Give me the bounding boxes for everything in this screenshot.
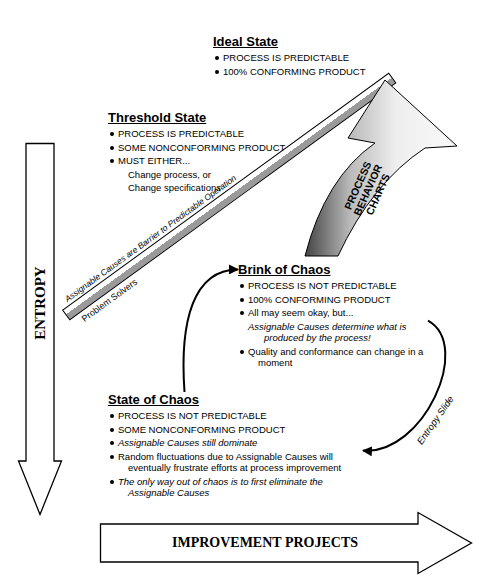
state-group: Ideal StatePROCESS IS PREDICTABLE 100% CO… — [213, 34, 403, 77]
indent-row: Change specifications — [108, 182, 308, 194]
indent-row: Assignable Causes determine what is prod… — [238, 321, 428, 344]
bullet-dot — [110, 159, 114, 163]
bullet-dot — [215, 56, 219, 60]
curved-arrow-outline — [305, 80, 457, 256]
bullet-row: SOME NONCONFORMING PRODUCT — [108, 142, 308, 154]
bullet-dot — [215, 70, 219, 74]
bullet-dot — [240, 311, 244, 315]
bullet-row: PROCESS IS NOT PREDICTABLE — [238, 280, 428, 292]
bullet-dot — [110, 455, 114, 459]
bullet-dot — [110, 132, 114, 136]
indented-text: Change specifications — [128, 182, 308, 194]
bullet-text: Quality and conformance can change in a … — [248, 346, 428, 369]
bullet-dot — [110, 441, 114, 445]
bullet-text: 100% CONFORMING PRODUCT — [223, 66, 403, 78]
bullet-row: 100% CONFORMING PRODUCT — [213, 66, 403, 78]
bullet-text: 100% CONFORMING PRODUCT — [248, 294, 428, 306]
bullet-row: SOME NONCONFORMING PRODUCT — [108, 424, 363, 436]
node-down: ENTROPY — [18, 143, 62, 515]
bullet-row: 100% CONFORMING PRODUCT — [238, 294, 428, 306]
bullet-text: MUST EITHER... — [118, 155, 308, 167]
bullet-row: PROCESS IS PREDICTABLE — [213, 52, 403, 64]
bullet-text: SOME NONCONFORMING PRODUCT — [118, 142, 308, 154]
bullet-row: The only way out of chaos is to first el… — [108, 476, 363, 499]
state-group: State of ChaosPROCESS IS NOT PREDICTABLE… — [108, 392, 363, 499]
state-group: Brink of ChaosPROCESS IS NOT PREDICTABLE… — [238, 262, 428, 369]
node-right: IMPROVEMENT PROJECTS — [100, 512, 472, 574]
bullet-text: PROCESS IS NOT PREDICTABLE — [248, 280, 428, 292]
bullet-text: Assignable Causes still dominate — [118, 437, 363, 449]
bullet-row: Quality and conformance can change in a … — [238, 346, 428, 369]
bullet-row: PROCESS IS PREDICTABLE — [108, 128, 308, 140]
bullet-text: SOME NONCONFORMING PRODUCT — [118, 424, 363, 436]
arrow-label: IMPROVEMENT PROJECTS — [172, 535, 358, 551]
bullet-dot — [240, 284, 244, 288]
bullet-text: PROCESS IS NOT PREDICTABLE — [118, 410, 363, 422]
arrow-outline — [19, 144, 62, 515]
arrow-outline — [101, 513, 472, 574]
connector-label: Entropy Slide — [414, 394, 455, 447]
indent-row: Change process, or — [108, 169, 308, 181]
state-heading: Threshold State — [108, 110, 308, 126]
bullet-row: Random fluctuations due to Assignable Ca… — [108, 451, 363, 474]
bullet-row: PROCESS IS NOT PREDICTABLE — [108, 410, 363, 422]
curved-connector — [184, 269, 238, 392]
bullet-dot — [240, 298, 244, 302]
indented-text: Change process, or — [128, 169, 308, 181]
bullet-row: Assignable Causes still dominate — [108, 437, 363, 449]
bullet-dot — [110, 480, 114, 484]
state-heading: State of Chaos — [108, 392, 363, 408]
indented-text: Assignable Causes determine what is prod… — [248, 321, 428, 344]
bullet-row: All may seem okay, but... — [238, 307, 428, 319]
bullet-dot — [240, 350, 244, 354]
state-group: Threshold StatePROCESS IS PREDICTABLE SOM… — [108, 110, 308, 194]
bullet-dot — [110, 428, 114, 432]
bullet-text: PROCESS IS PREDICTABLE — [118, 128, 308, 140]
state-heading: Ideal State — [213, 34, 403, 50]
bullet-dot — [110, 146, 114, 150]
bullet-dot — [110, 414, 114, 418]
bullet-text: All may seem okay, but... — [248, 307, 428, 319]
bullet-row: MUST EITHER... — [108, 155, 308, 167]
bullet-text: PROCESS IS PREDICTABLE — [223, 52, 403, 64]
node-curve: PROCESS BEHAVIOR CHARTS — [300, 78, 460, 258]
arrow-label: ENTROPY — [32, 266, 48, 339]
state-heading: Brink of Chaos — [238, 262, 428, 278]
bullet-text: Random fluctuations due to Assignable Ca… — [118, 451, 363, 474]
bullet-text: The only way out of chaos is to first el… — [118, 476, 363, 499]
